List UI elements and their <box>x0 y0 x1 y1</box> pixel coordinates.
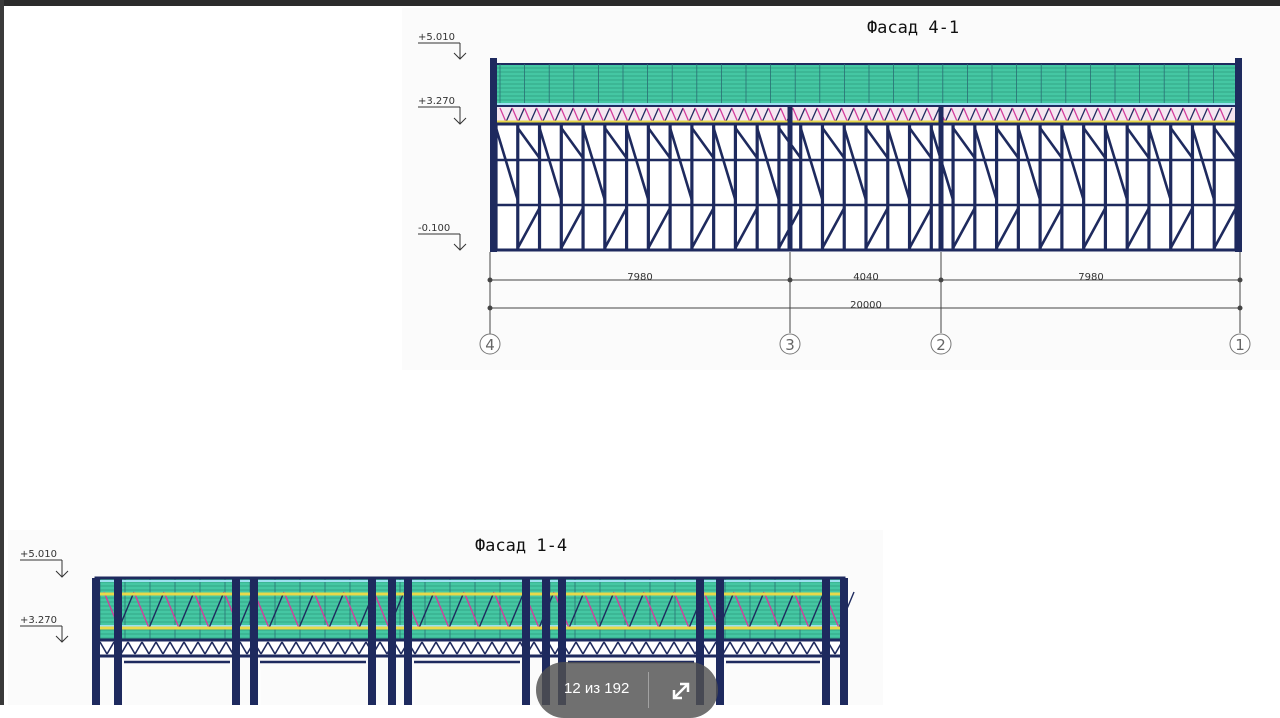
left-border <box>0 0 4 705</box>
axis-marker: 3 <box>779 333 801 355</box>
dimension-label: 7980 <box>1078 272 1103 283</box>
truss-diagonals <box>499 107 1233 123</box>
dimension-label: 7980 <box>627 272 652 283</box>
svg-text:-0.100: -0.100 <box>418 223 450 234</box>
facade-top: Фасад 4-1 +5.010 +3.270 -0.100 <box>418 18 1251 355</box>
divider <box>648 672 649 708</box>
dimension-label: 4040 <box>853 272 878 283</box>
level-mark: +5.010 <box>20 549 69 578</box>
level-mark: -0.100 <box>418 223 467 251</box>
wall-studs <box>494 106 1238 250</box>
svg-text:3: 3 <box>785 336 795 354</box>
page-counter-label: 12 из 192 <box>564 680 630 697</box>
roof-panel-lines <box>496 64 1236 106</box>
expand-icon[interactable] <box>666 678 696 704</box>
axis-marker: 4 <box>479 333 501 355</box>
svg-text:2: 2 <box>936 336 946 354</box>
axis-marker: 1 <box>1229 333 1251 355</box>
wall-columns <box>92 576 848 705</box>
svg-text:+3.270: +3.270 <box>20 615 57 626</box>
level-mark: +3.270 <box>20 615 69 643</box>
dimension-total-label: 20000 <box>850 300 882 311</box>
page-counter: 12 из 192 <box>536 662 718 718</box>
axis-marker: 2 <box>930 333 952 355</box>
dimension-lines <box>487 252 1243 340</box>
svg-text:1: 1 <box>1235 336 1245 354</box>
level-mark: +5.010 <box>418 32 467 60</box>
svg-text:4: 4 <box>485 336 495 354</box>
svg-text:+5.010: +5.010 <box>418 32 455 43</box>
top-border <box>0 0 1280 6</box>
facade-top-title: Фасад 4-1 <box>867 18 959 38</box>
svg-text:+3.270: +3.270 <box>418 96 455 107</box>
roof-panel <box>94 576 846 642</box>
facade-bottom-title: Фасад 1-4 <box>475 536 567 556</box>
svg-text:+5.010: +5.010 <box>20 549 57 560</box>
level-mark: +3.270 <box>418 96 467 125</box>
facade-bottom: Фасад 1-4 +5.010 +3.270 <box>20 536 855 705</box>
end-post <box>1235 58 1242 252</box>
end-post <box>490 58 497 252</box>
